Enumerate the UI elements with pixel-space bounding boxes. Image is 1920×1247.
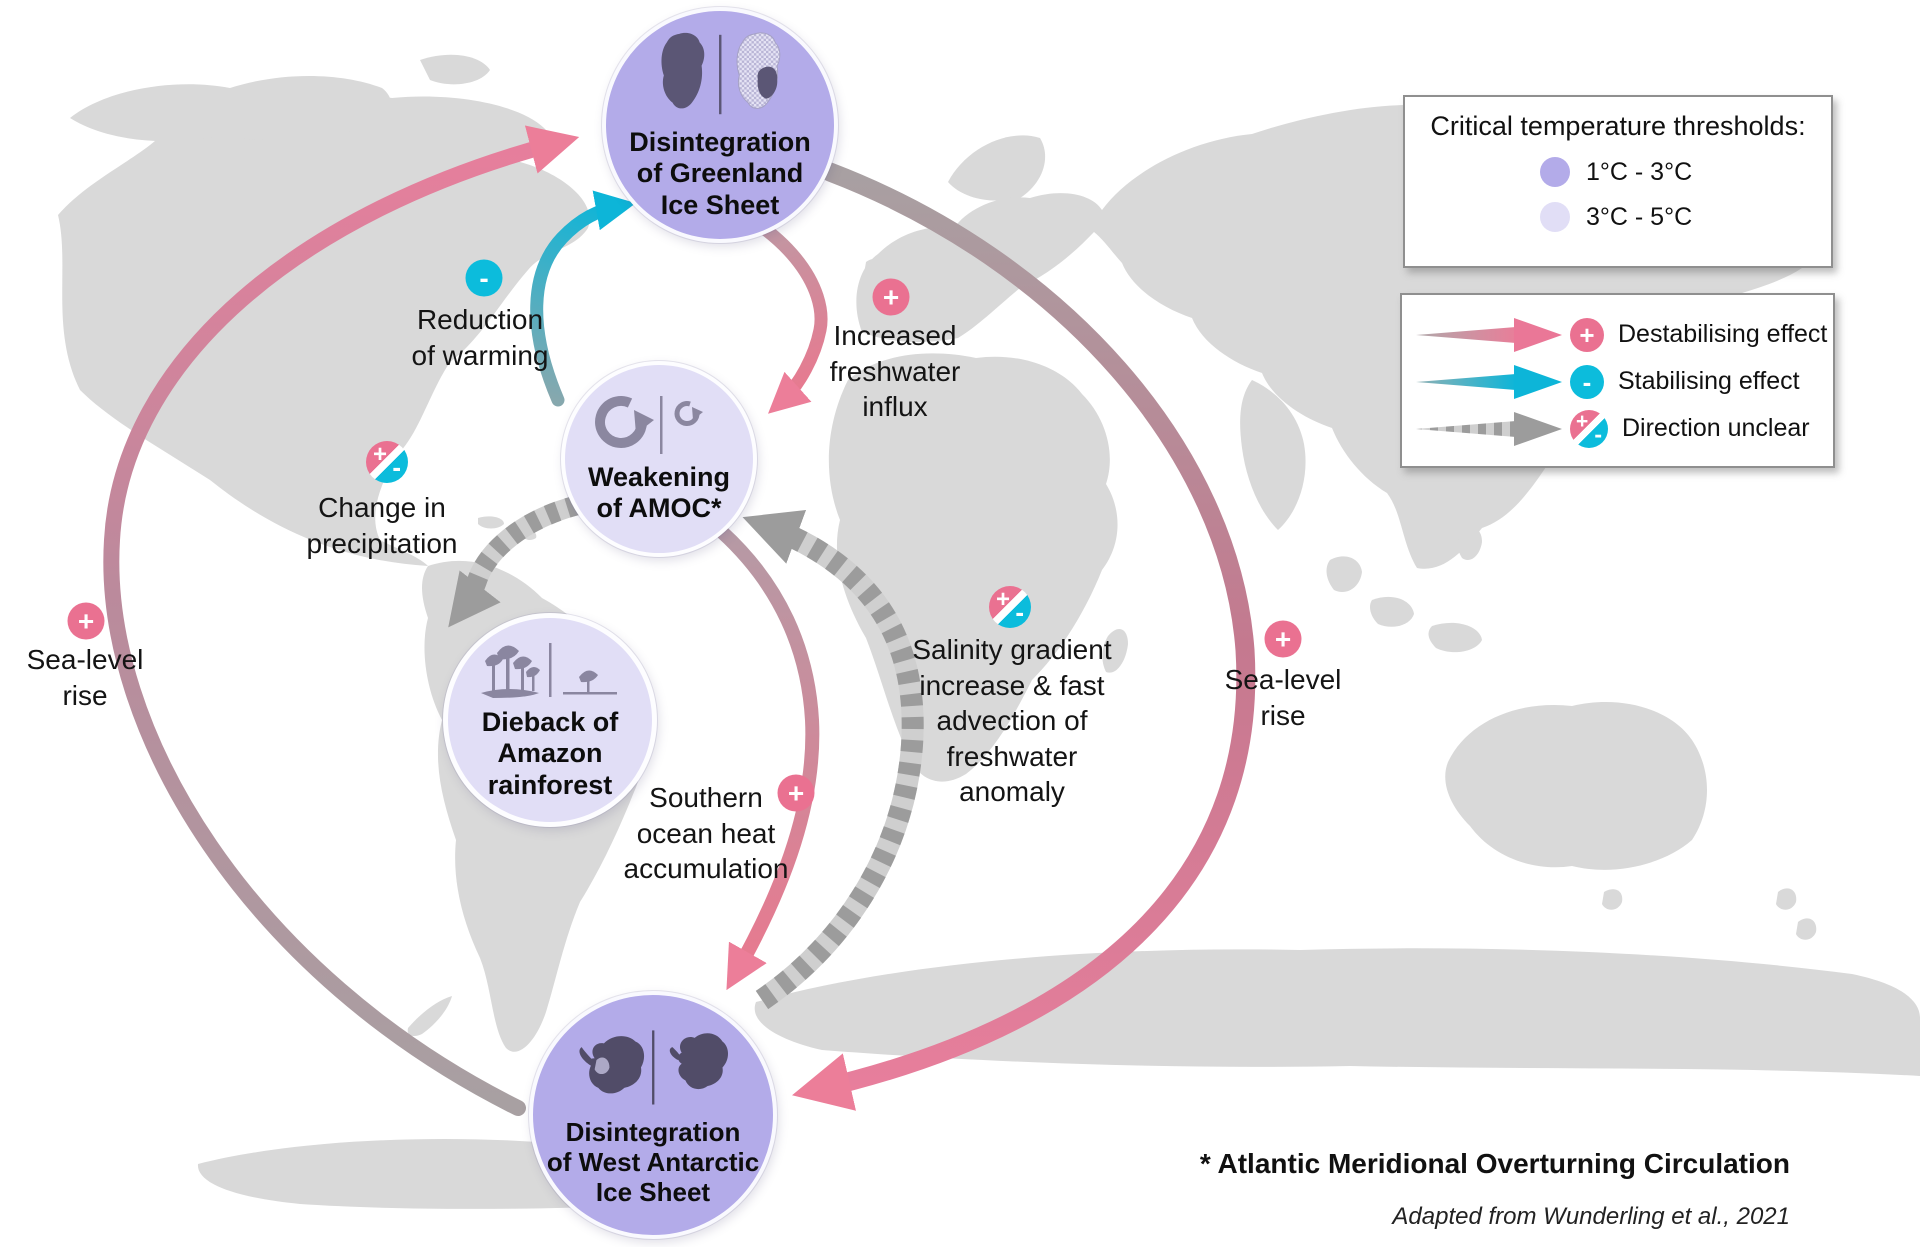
- node-greenland-ice-sheet: Disintegration of Greenland Ice Sheet: [602, 7, 838, 243]
- plus-icon: +: [373, 441, 388, 468]
- direction-unclear-badge: +-: [1570, 409, 1608, 448]
- plus-icon: +: [996, 586, 1011, 613]
- legend-effects: + Destabilising effect - Stabilising eff…: [1400, 293, 1835, 468]
- sea-level-right-plus-badge: +: [1264, 620, 1302, 658]
- plus-icon: +: [1274, 623, 1292, 654]
- legend-threshold-row: 1°C - 3°C: [1405, 157, 1831, 187]
- sea-level-rise-left-label: Sea-level rise: [26, 644, 144, 711]
- minus-icon: -: [1015, 597, 1024, 627]
- stabilising-effect-label: Stabilising effect: [1618, 367, 1800, 395]
- minus-icon: -: [392, 452, 401, 482]
- plus-icon: +: [1576, 409, 1589, 433]
- legend-thresholds-title: Critical temperature thresholds:: [1430, 111, 1806, 141]
- arrow-salinity-gradient: [742, 510, 924, 1010]
- reduction-of-warming-label: Reduction of warming: [411, 304, 549, 371]
- minus-icon: -: [479, 262, 489, 293]
- node-wais-label: Disintegration of West Antarctic Ice She…: [546, 1116, 760, 1208]
- node-amazon-rainforest: Dieback of Amazon rainforest: [443, 613, 657, 827]
- destabilising-plus-badge: +: [1570, 317, 1604, 352]
- legend-threshold-row: 3°C - 5°C: [1405, 202, 1831, 232]
- increased-freshwater-influx-label: Increased freshwater influx: [829, 320, 961, 423]
- salinity-plus-minus-badge: +-: [989, 586, 1031, 628]
- arrow-change-in-precipitation: [448, 495, 581, 628]
- sea-level-rise-right-label: Sea-level rise: [1224, 664, 1342, 731]
- node-amoc-label: Weakening of AMOC*: [587, 461, 731, 523]
- stabilising-arrow-icon: [1416, 364, 1562, 399]
- threshold-1-3-color-dot: [1540, 157, 1570, 187]
- legend-direction-unclear-row: +- Direction unclear: [1414, 405, 1833, 452]
- node-greenland-label: Disintegration of Greenland Ice Sheet: [629, 127, 811, 220]
- plus-icon: +: [77, 605, 95, 636]
- direction-unclear-arrow-icon: [1416, 411, 1562, 446]
- antarctica-before-after-icon: [579, 1030, 729, 1105]
- amazon-forest-before-after-icon: [481, 643, 617, 699]
- arrow-sea-level-rise-right: [792, 162, 1256, 1111]
- node-amazon-label: Dieback of Amazon rainforest: [481, 707, 619, 800]
- plus-icon: +: [1579, 319, 1595, 350]
- source-attribution: Adapted from Wunderling et al., 2021: [1392, 1203, 1790, 1230]
- stabilising-minus-badge: -: [1570, 364, 1604, 399]
- southern-ocean-plus-badge: +: [777, 774, 815, 812]
- plus-icon: +: [787, 777, 805, 808]
- arrow-southern-ocean-heat: [715, 525, 820, 991]
- greenland-before-after-icon: [661, 32, 781, 115]
- precipitation-plus-minus-badge: +-: [366, 441, 408, 483]
- plus-icon: +: [882, 281, 900, 312]
- threshold-3-5-color-dot: [1540, 202, 1570, 232]
- amoc-footnote: * Atlantic Meridional Overturning Circul…: [1199, 1148, 1790, 1179]
- salinity-gradient-label: Salinity gradient increase & fast advect…: [912, 634, 1112, 808]
- threshold-1-3-label: 1°C - 3°C: [1586, 157, 1693, 186]
- node-amoc: Weakening of AMOC*: [561, 361, 757, 557]
- legend-stabilising-row: - Stabilising effect: [1414, 358, 1833, 405]
- sea-level-left-plus-badge: +: [67, 602, 105, 640]
- amoc-circulation-before-after-icon: [595, 395, 703, 454]
- destabilising-effect-label: Destabilising effect: [1618, 320, 1828, 348]
- direction-unclear-label: Direction unclear: [1622, 414, 1810, 442]
- reduction-of-warming-minus-badge: -: [465, 259, 503, 297]
- southern-ocean-heat-label: Southern ocean heat accumulation: [623, 782, 789, 885]
- legend-critical-temperature-thresholds: Critical temperature thresholds: 1°C - 3…: [1403, 95, 1833, 268]
- arrow-reduction-of-warming: [530, 190, 636, 407]
- legend-destabilising-row: + Destabilising effect: [1414, 311, 1833, 358]
- minus-icon: -: [1582, 366, 1592, 397]
- threshold-3-5-label: 3°C - 5°C: [1586, 202, 1693, 231]
- minus-icon: -: [1594, 420, 1602, 447]
- destabilising-arrow-icon: [1416, 317, 1562, 352]
- arrow-sea-level-rise-left: [103, 125, 580, 1116]
- freshwater-influx-plus-badge: +: [872, 278, 910, 316]
- node-west-antarctic-ice-sheet: Disintegration of West Antarctic Ice She…: [529, 991, 777, 1239]
- change-in-precipitation-label: Change in precipitation: [306, 492, 458, 559]
